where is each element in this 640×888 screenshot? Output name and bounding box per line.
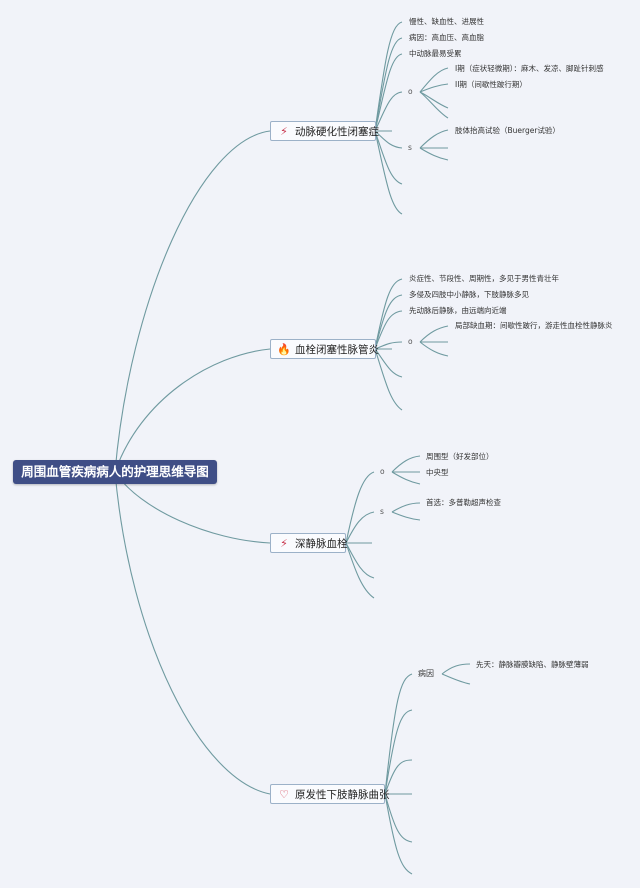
link-b2-o-1 [419, 325, 449, 343]
b3-leaf-3[interactable]: 首选：多普勒超声检查 [426, 498, 501, 507]
link-b2-leaf-3 [374, 310, 403, 350]
link-root-branch-1 [114, 130, 271, 473]
b1-leaf-1[interactable]: 慢性、缺血性、进展性 [409, 17, 484, 26]
link-b1-o-2 [419, 83, 449, 93]
link-b1-e2 [374, 130, 403, 215]
branch-3-topic[interactable]: ⚡ 深静脉血栓 [270, 533, 348, 553]
link-b3-s-1 [391, 502, 421, 513]
link-b1-s [374, 130, 403, 149]
root-topic[interactable]: 周围血管疾病病人的护理思维导图 [13, 460, 217, 484]
b1-leaf-2[interactable]: 病因：高血压、高血脂 [409, 33, 484, 42]
b1-leaf-6[interactable]: 肢体抬高试验（Buerger试验） [455, 126, 560, 135]
b3-leaf-2[interactable]: 中央型 [426, 468, 449, 477]
b4-subtopic-cause[interactable]: 病因 [418, 669, 434, 678]
b2-marker-o: o [408, 337, 413, 346]
link-b1-o [374, 91, 403, 132]
link-b3-s-2 [391, 511, 421, 521]
link-b1-s-1 [419, 129, 449, 149]
link-b2-leaf-2 [374, 294, 403, 350]
ant-icon: ⚡ [280, 537, 288, 550]
link-b3-e2 [345, 542, 375, 579]
link-b3-o [345, 471, 375, 544]
link-b1-s-3 [419, 147, 449, 161]
link-b1-o-3 [419, 91, 449, 109]
link-root-branch-4 [114, 471, 271, 795]
b1-marker-s: s [408, 143, 412, 152]
link-b1-o-1 [419, 67, 449, 93]
link-b3-o-1 [391, 455, 421, 473]
link-b1-e1 [374, 130, 403, 185]
link-b3-e3 [345, 542, 375, 599]
b2-leaf-4[interactable]: 局部缺血期：间歇性跛行，游走性血栓性静脉炎 [455, 321, 613, 330]
b2-leaf-1[interactable]: 炎症性、节段性、周期性，多见于男性青壮年 [409, 274, 559, 283]
link-b4-e4 [384, 793, 413, 843]
link-b4-cause [384, 673, 413, 795]
link-b3-o-3 [391, 471, 421, 485]
link-b1-leaf-1 [374, 21, 403, 132]
b4-leaf-1[interactable]: 先天：静脉瓣膜缺陷、静脉壁薄弱 [476, 660, 589, 669]
b2-leaf-2[interactable]: 多侵及四肢中小静脉，下肢静脉多见 [409, 290, 529, 299]
link-b2-e1 [374, 348, 403, 378]
link-b4-e5 [384, 793, 413, 875]
branch-1-label: 动脉硬化性闭塞症 [295, 126, 379, 138]
b3-marker-o: o [380, 467, 385, 476]
link-b3-s [345, 511, 375, 544]
b1-marker-o: o [408, 87, 413, 96]
b1-leaf-5[interactable]: II期（间歇性跛行期） [455, 80, 527, 89]
b1-leaf-3[interactable]: 中动脉最易受累 [409, 49, 462, 58]
branch-2-label: 血栓闭塞性脉管炎 [295, 344, 379, 356]
link-b4-e1 [384, 709, 413, 795]
link-b2-o [374, 341, 403, 350]
link-root-branch-2 [114, 348, 271, 473]
link-b2-e2 [374, 348, 403, 411]
branch-3-label: 深静脉血栓 [295, 538, 348, 550]
fire-icon: 🔥 [277, 343, 291, 356]
link-root-branch-3 [114, 471, 271, 544]
link-b4-c-1 [441, 663, 471, 675]
branch-4-topic[interactable]: ♡ 原发性下肢静脉曲张 [270, 784, 390, 804]
b2-leaf-3[interactable]: 先动脉后静脉，由远端向近端 [409, 306, 507, 315]
link-b4-c-2 [441, 673, 471, 685]
link-b2-o-3 [419, 341, 449, 357]
link-b4-e2 [384, 759, 413, 795]
ant-icon: ⚡ [280, 125, 288, 138]
branch-2-topic[interactable]: 🔥 血栓闭塞性脉管炎 [270, 339, 379, 359]
link-b1-o-4 [419, 91, 449, 119]
branch-4-label: 原发性下肢静脉曲张 [295, 789, 390, 801]
heart-icon: ♡ [279, 788, 289, 801]
b1-leaf-4[interactable]: I期（症状轻微期）：麻木、发凉、脚趾针刺感 [455, 64, 604, 73]
link-b1-leaf-2 [374, 37, 403, 132]
link-b1-leaf-3 [374, 53, 403, 132]
link-b2-leaf-1 [374, 278, 403, 350]
b3-leaf-1[interactable]: 周围型（好发部位） [426, 452, 494, 461]
b3-marker-s: s [380, 507, 384, 516]
branch-1-topic[interactable]: ⚡ 动脉硬化性闭塞症 [270, 121, 379, 141]
